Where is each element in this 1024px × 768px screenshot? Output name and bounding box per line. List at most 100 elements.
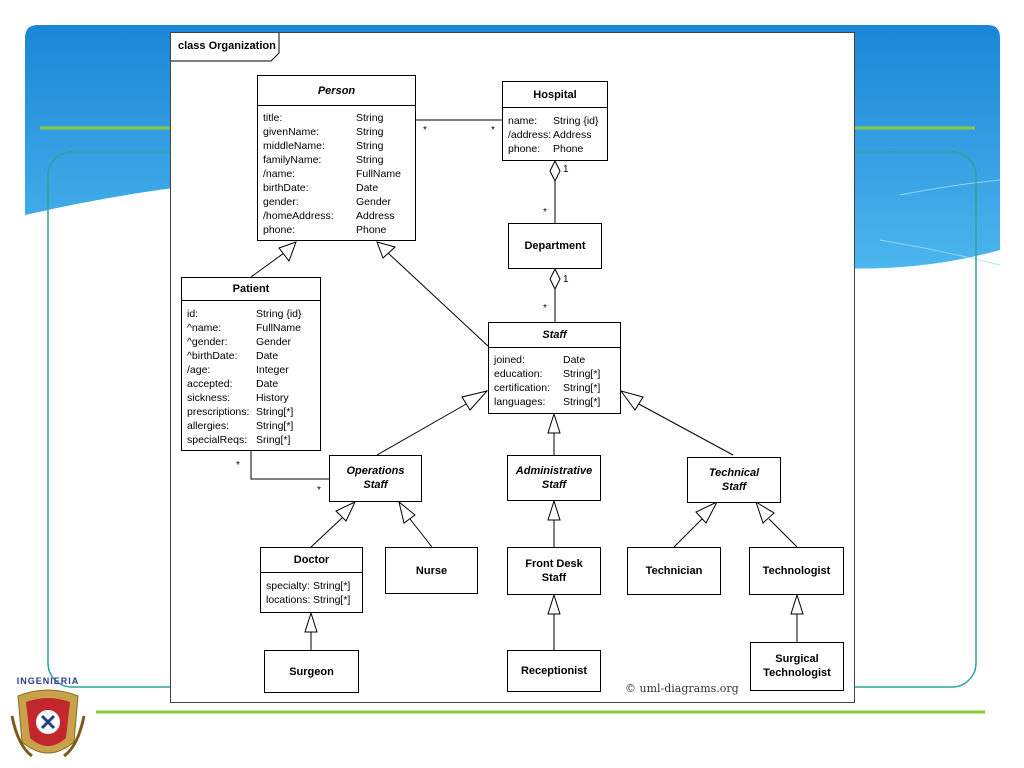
attribute-row: /name:FullName — [258, 167, 415, 181]
faculty-logo: INGENIERIA — [8, 676, 88, 764]
class-operations-staff-name: Operations Staff — [346, 465, 405, 491]
attribute-name: givenName: — [263, 126, 320, 138]
class-doctor-name: Doctor — [293, 554, 330, 566]
class-patient[interactable]: Patient id: String {id} ^name:FullName ^g… — [181, 277, 321, 451]
class-technician-name: Technician — [645, 565, 703, 577]
attribute-type: Phone — [356, 224, 387, 236]
class-technical-staff[interactable]: Technical Staff — [687, 457, 781, 503]
attribute-name: familyName: — [263, 154, 322, 166]
class-administrative-staff-name: Administrative Staff — [515, 465, 593, 491]
class-hospital-attributes: name: String {id} /address:Address phone:… — [503, 107, 607, 160]
attribute-name: phone: — [508, 143, 541, 155]
attribute-type: History — [256, 392, 289, 404]
class-patient-name: Patient — [232, 283, 270, 295]
class-doctor[interactable]: Doctor specialty:String[*] locations:Str… — [260, 547, 363, 613]
attribute-name: allergies: — [187, 420, 230, 432]
class-patient-attributes: id: String {id} ^name:FullName ^gender: Ge… — [182, 300, 320, 450]
attribute-type: Date — [563, 354, 586, 366]
attribute-row: accepted:Date — [182, 377, 320, 391]
attribute-type: String[*] — [563, 396, 601, 408]
attribute-type: String[*] — [256, 420, 294, 432]
class-staff[interactable]: Staff joined:Date education:String[*] ce… — [488, 322, 621, 414]
class-front-desk-staff-name: Front Desk Staff — [525, 558, 583, 584]
attribute-row: /address:Address — [503, 128, 607, 142]
attribute-name: sickness: — [187, 392, 231, 404]
attribute-row: /homeAddress:Address — [258, 209, 415, 223]
mult-patient-ops-left: * — [236, 460, 240, 471]
class-hospital[interactable]: Hospital name: String {id} /address:Addre… — [502, 81, 608, 161]
class-surgeon-name: Surgeon — [289, 666, 334, 678]
attribute-name: joined: — [494, 354, 525, 366]
attribute-row: name: String {id} — [503, 114, 607, 128]
attribute-row: gender:Gender — [258, 195, 415, 209]
class-administrative-staff[interactable]: Administrative Staff — [507, 455, 601, 501]
attribute-type: String {id} — [553, 115, 599, 127]
attribute-name: specialty: — [266, 580, 310, 592]
attribute-type: Gender — [256, 336, 292, 348]
attribute-name: middleName: — [263, 140, 325, 152]
attribute-name: name: — [508, 115, 538, 127]
attribute-row: phone:Phone — [503, 142, 607, 156]
attribute-name: title: — [263, 112, 283, 124]
attribute-type: Address — [553, 129, 592, 141]
attribute-name: id: — [187, 308, 199, 320]
attribute-row: ^name:FullName — [182, 321, 320, 335]
attribute-row: ^gender: Gender — [182, 335, 320, 349]
mult-patient-ops-right: * — [317, 485, 321, 496]
attribute-name: specialReqs: — [187, 434, 248, 446]
mult-department-staff-top: 1 — [563, 274, 569, 285]
attribute-row: locations:String[*] — [261, 593, 362, 607]
class-operations-staff[interactable]: Operations Staff — [329, 455, 422, 502]
attribute-type: String[*] — [256, 406, 294, 418]
attribute-row: givenName: String — [258, 125, 415, 139]
mult-hospital-department-bottom: * — [543, 207, 547, 218]
attribute-row: education:String[*] — [489, 367, 620, 381]
class-technologist[interactable]: Technologist — [749, 547, 844, 595]
attribute-name: /age: — [187, 364, 211, 376]
class-surgeon[interactable]: Surgeon — [264, 650, 359, 693]
attribute-row: /age: Integer — [182, 363, 320, 377]
mult-person-hospital-left: * — [423, 125, 427, 136]
attribute-type: String {id} — [256, 308, 302, 320]
frame-title: class Organization — [178, 40, 276, 52]
attribute-name: birthDate: — [263, 182, 309, 194]
copyright-notice: © uml-diagrams.org — [625, 682, 739, 695]
attribute-row: ^birthDate:Date — [182, 349, 320, 363]
attribute-name: /address: — [508, 129, 552, 141]
class-receptionist[interactable]: Receptionist — [507, 650, 601, 692]
class-department-name: Department — [524, 240, 586, 252]
attribute-row: birthDate: Date — [258, 181, 415, 195]
attribute-name: /homeAddress: — [263, 210, 334, 222]
attribute-type: FullName — [256, 322, 301, 334]
attribute-name: languages: — [494, 396, 546, 408]
class-department[interactable]: Department — [508, 223, 602, 269]
attribute-row: certification:String[*] — [489, 381, 620, 395]
attribute-type: Integer — [256, 364, 289, 376]
uml-connectors — [250, 119, 804, 650]
attribute-type: FullName — [356, 168, 401, 180]
attribute-row: joined: Date — [489, 353, 620, 367]
attribute-row: middleName: String — [258, 139, 415, 153]
class-technologist-name: Technologist — [762, 565, 831, 577]
attribute-name: locations: — [266, 594, 311, 606]
attribute-row: sickness: History — [182, 391, 320, 405]
attribute-type: Date — [256, 378, 279, 390]
attribute-type: String[*] — [563, 368, 601, 380]
class-front-desk-staff[interactable]: Front Desk Staff — [507, 547, 601, 595]
attribute-row: id: String {id} — [182, 307, 320, 321]
attribute-type: String — [356, 140, 384, 152]
attribute-type: String — [356, 112, 384, 124]
attribute-row: languages: String[*] — [489, 395, 620, 409]
attribute-type: String — [356, 154, 384, 166]
class-surgical-technologist[interactable]: Surgical Technologist — [750, 642, 844, 691]
class-technician[interactable]: Technician — [627, 547, 721, 595]
attribute-type: Date — [356, 182, 379, 194]
class-hospital-name: Hospital — [533, 89, 577, 101]
class-person[interactable]: Person title:String givenName:String mid… — [257, 75, 416, 241]
attribute-type: String — [356, 126, 384, 138]
attribute-name: ^gender: — [187, 336, 228, 348]
attribute-type: Date — [256, 350, 279, 362]
class-nurse[interactable]: Nurse — [385, 547, 478, 594]
attribute-row: allergies: String[*] — [182, 419, 320, 433]
attribute-row: specialty:String[*] — [261, 579, 362, 593]
